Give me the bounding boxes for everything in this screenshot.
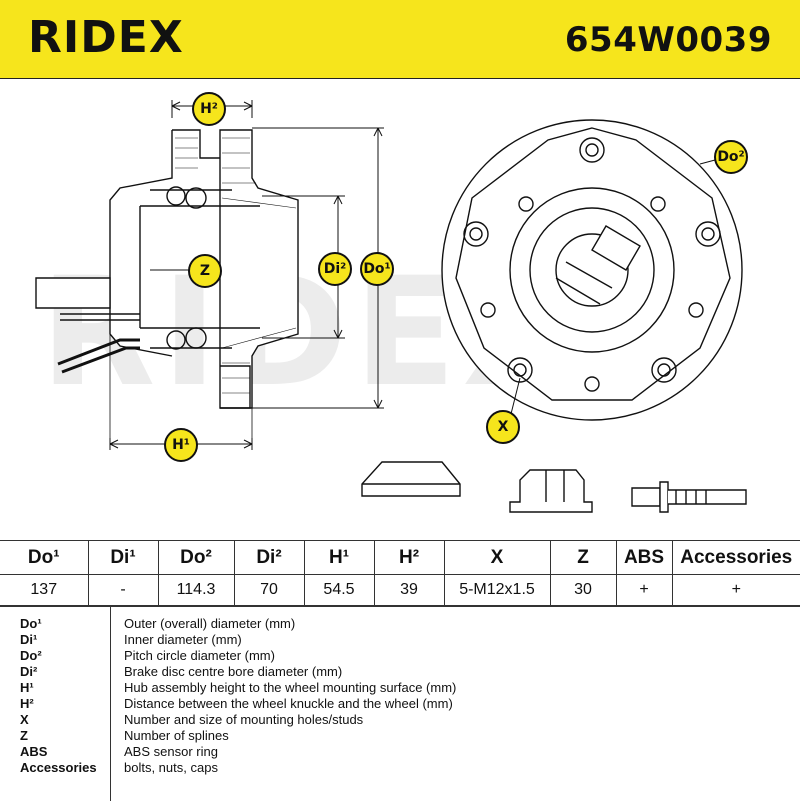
legend: Do¹ Outer (overall) diameter (mm) Di¹ In…	[0, 606, 800, 801]
legend-desc: Pitch circle diameter (mm)	[124, 648, 275, 663]
legend-item: Di¹ Inner diameter (mm)	[0, 632, 800, 648]
legend-key: Z	[20, 728, 28, 743]
col-header: H²	[373, 540, 445, 575]
callout-z: Z	[188, 254, 222, 288]
legend-key: Di¹	[20, 632, 38, 647]
legend-key: X	[20, 712, 29, 727]
spec-value: +	[615, 574, 673, 606]
col-header: Do¹	[0, 540, 89, 575]
col-header: Di¹	[87, 540, 159, 575]
header-bar: RIDEX 654W0039	[0, 0, 800, 79]
callout-x: X	[486, 410, 520, 444]
drawing-svg	[35, 100, 747, 513]
col-header: Do²	[157, 540, 235, 575]
callout-h2: H²	[192, 92, 226, 126]
spec-header-row: Do¹ Di¹ Do² Di² H¹ H² X Z ABS Accessorie…	[0, 540, 800, 575]
accessory-cap	[361, 461, 461, 497]
legend-desc: ABS sensor ring	[124, 744, 218, 759]
legend-item: Do¹ Outer (overall) diameter (mm)	[0, 616, 800, 632]
spec-value: 114.3	[157, 574, 235, 606]
legend-item: Z Number of splines	[0, 728, 800, 744]
legend-key: Do¹	[20, 616, 42, 631]
col-header: ABS	[615, 540, 673, 575]
callout-do2: Do²	[714, 140, 748, 174]
spec-value: 39	[373, 574, 445, 606]
callout-do1: Do¹	[360, 252, 394, 286]
callout-di2: Di²	[318, 252, 352, 286]
spec-value: -	[87, 574, 159, 606]
hub-front-view	[441, 119, 743, 421]
legend-desc: Inner diameter (mm)	[124, 632, 242, 647]
legend-key: Accessories	[20, 760, 97, 775]
legend-item: Accessories bolts, nuts, caps	[0, 760, 800, 776]
technical-drawing: RIDEX	[0, 78, 800, 540]
col-header: Di²	[233, 540, 305, 575]
legend-divider	[110, 607, 111, 801]
legend-item: Di² Brake disc centre bore diameter (mm)	[0, 664, 800, 680]
col-header: Z	[549, 540, 617, 575]
part-number: 654W0039	[564, 20, 772, 60]
callout-h1: H¹	[164, 428, 198, 462]
col-header: X	[443, 540, 551, 575]
legend-desc: Brake disc centre bore diameter (mm)	[124, 664, 343, 679]
legend-item: H² Distance between the wheel knuckle an…	[0, 696, 800, 712]
legend-item: X Number and size of mounting holes/stud…	[0, 712, 800, 728]
legend-desc: Hub assembly height to the wheel mountin…	[124, 680, 457, 695]
spec-value: 137	[0, 574, 89, 606]
spec-value: 54.5	[303, 574, 375, 606]
col-header: Accessories	[671, 540, 800, 575]
spec-value: +	[671, 574, 800, 606]
legend-key: Di²	[20, 664, 38, 679]
legend-item: ABS ABS sensor ring	[0, 744, 800, 760]
legend-key: ABS	[20, 744, 48, 759]
legend-desc: bolts, nuts, caps	[124, 760, 218, 775]
accessory-bolt	[631, 481, 747, 513]
legend-key: Do²	[20, 648, 42, 663]
hub-side-view	[35, 100, 384, 450]
legend-item: H¹ Hub assembly height to the wheel moun…	[0, 680, 800, 696]
spec-value: 5-M12x1.5	[443, 574, 551, 606]
legend-desc: Outer (overall) diameter (mm)	[124, 616, 296, 631]
legend-desc: Number and size of mounting holes/studs	[124, 712, 364, 727]
accessory-nut	[509, 469, 593, 513]
legend-item: Do² Pitch circle diameter (mm)	[0, 648, 800, 664]
legend-desc: Distance between the wheel knuckle and t…	[124, 696, 453, 711]
legend-key: H¹	[20, 680, 34, 695]
col-header: H¹	[303, 540, 375, 575]
spec-table: Do¹ Di¹ Do² Di² H¹ H² X Z ABS Accessorie…	[0, 540, 800, 606]
spec-value: 30	[549, 574, 617, 606]
legend-key: H²	[20, 696, 34, 711]
spec-value: 70	[233, 574, 305, 606]
brand-logo: RIDEX	[28, 12, 184, 63]
spec-value-row: 137 - 114.3 70 54.5 39 5-M12x1.5 30 + +	[0, 574, 800, 606]
legend-desc: Number of splines	[124, 728, 229, 743]
